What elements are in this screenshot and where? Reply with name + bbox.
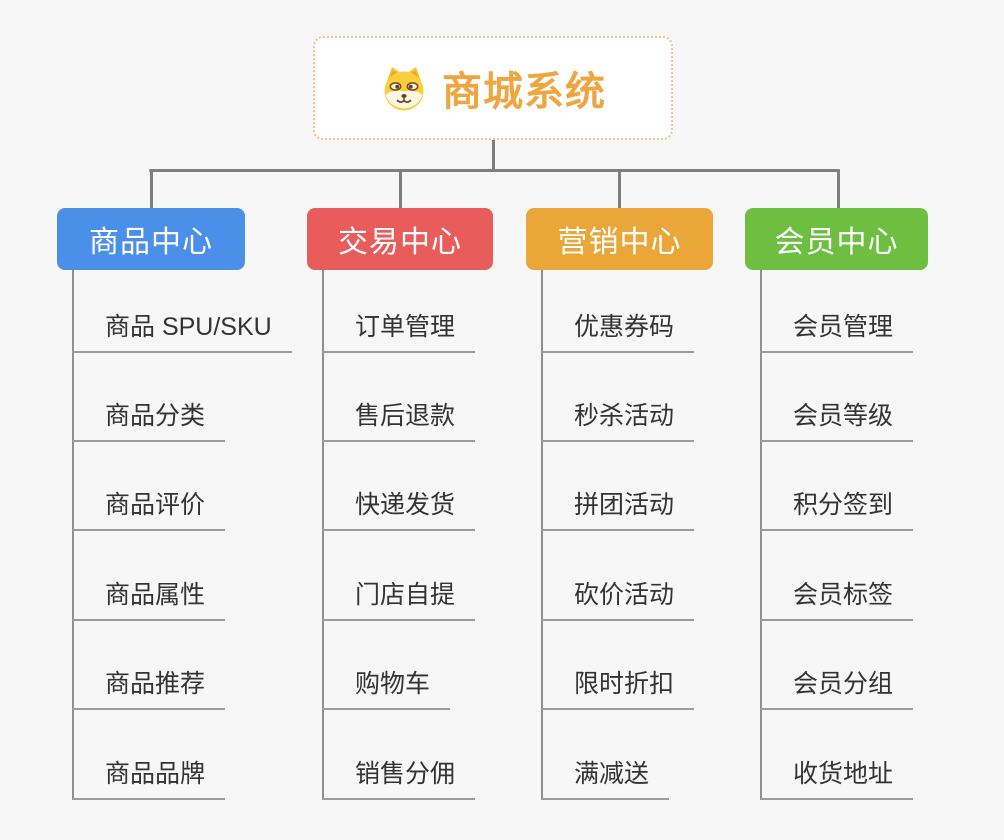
leaf-node[interactable]: 订单管理 xyxy=(322,307,476,353)
leaf-node[interactable]: 商品分类 xyxy=(72,396,226,442)
leaf-node[interactable]: 快递发货 xyxy=(322,485,476,531)
connector-drop-1 xyxy=(149,169,153,209)
branch-2: 交易中心订单管理售后退款快递发货门店自提购物车销售分佣 xyxy=(307,0,493,840)
connector-drop-3 xyxy=(617,169,621,209)
branch-node[interactable]: 交易中心 xyxy=(307,208,493,270)
leaf-node[interactable]: 积分签到 xyxy=(760,485,914,531)
leaf-node[interactable]: 满减送 xyxy=(541,754,670,800)
leaf-node[interactable]: 售后退款 xyxy=(322,396,476,442)
branch-trunk-line xyxy=(541,270,543,800)
leaf-node[interactable]: 商品评价 xyxy=(72,485,226,531)
root-node[interactable]: 商城系统 xyxy=(313,36,673,140)
leaf-node[interactable]: 销售分佣 xyxy=(322,754,476,800)
branch-node[interactable]: 营销中心 xyxy=(526,208,713,270)
connector-root-stem xyxy=(492,140,495,171)
branch-3: 营销中心优惠券码秒杀活动拼团活动砍价活动限时折扣满减送 xyxy=(526,0,713,840)
branch-1: 商品中心商品 SPU/SKU 商品分类商品评价商品属性商品推荐商品品牌 xyxy=(57,0,292,840)
leaf-node[interactable]: 会员标签 xyxy=(760,575,914,621)
connector-drop-4 xyxy=(836,169,840,209)
branch-trunk-line xyxy=(760,270,762,800)
leaf-node[interactable]: 商品品牌 xyxy=(72,754,226,800)
leaf-node[interactable]: 拼团活动 xyxy=(541,485,695,531)
branch-trunk-line xyxy=(322,270,324,800)
leaf-node[interactable]: 会员管理 xyxy=(760,307,914,353)
connector-drop-2 xyxy=(398,169,402,209)
branch-4: 会员中心会员管理会员等级积分签到会员标签会员分组收货地址 xyxy=(745,0,928,840)
root-title: 商城系统 xyxy=(442,70,606,114)
leaf-node[interactable]: 商品推荐 xyxy=(72,664,226,710)
leaf-node[interactable]: 收货地址 xyxy=(760,754,914,800)
branch-trunk-line xyxy=(72,270,74,800)
leaf-node[interactable]: 门店自提 xyxy=(322,575,476,621)
leaf-node[interactable]: 购物车 xyxy=(322,664,451,710)
leaf-node[interactable]: 限时折扣 xyxy=(541,664,695,710)
connector-bus xyxy=(149,169,840,172)
leaf-node[interactable]: 商品 SPU/SKU xyxy=(72,307,292,353)
leaf-node[interactable]: 商品属性 xyxy=(72,575,226,621)
dog-face-icon xyxy=(380,64,428,112)
leaf-node[interactable]: 砍价活动 xyxy=(541,575,695,621)
leaf-node[interactable]: 秒杀活动 xyxy=(541,396,695,442)
branch-node[interactable]: 会员中心 xyxy=(745,208,928,270)
leaf-node[interactable]: 会员等级 xyxy=(760,396,914,442)
branch-node[interactable]: 商品中心 xyxy=(57,208,245,270)
leaf-node[interactable]: 会员分组 xyxy=(760,664,914,710)
leaf-node[interactable]: 优惠券码 xyxy=(541,307,695,353)
